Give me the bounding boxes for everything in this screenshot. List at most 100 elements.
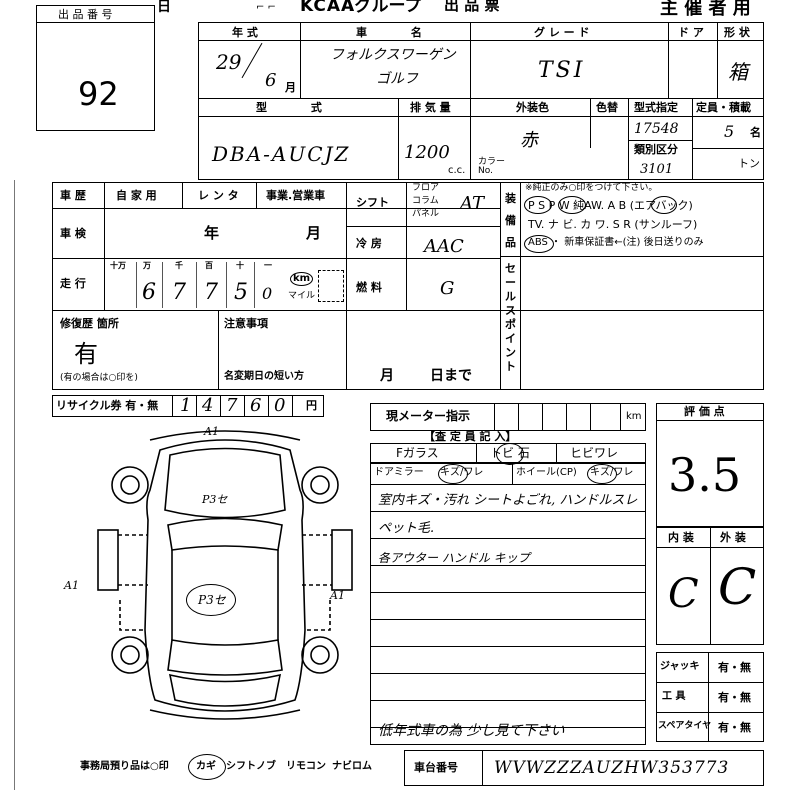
inspector-footer-note: 低年式車の為 少し見て下さい: [378, 723, 565, 739]
header-dash-marks: ⌐ ⌐: [256, 2, 276, 13]
shift-label: シフト: [356, 196, 389, 209]
mileage-digit-1: 6: [142, 280, 156, 305]
rental-label: レ ン タ: [198, 189, 239, 202]
month-unit: 月: [285, 81, 296, 94]
month-value: 6: [265, 70, 277, 91]
grade-score: 3.5: [668, 448, 742, 502]
mirror-scratch-circle: [438, 464, 468, 484]
ac-value: AAC: [424, 236, 464, 257]
short-term-month: 月: [380, 368, 394, 384]
grade-value: TSI: [538, 58, 586, 83]
auction-logo: KCAA: [300, 0, 356, 16]
recycle-digit-1: 4: [202, 395, 214, 416]
capacity-value: 5: [724, 122, 735, 141]
lot-number-label: 出 品 番 号: [58, 8, 113, 21]
mirror-item-2: ホイール(CP): [516, 467, 577, 478]
type-designation-value: 17548: [634, 121, 679, 137]
mileage-unit-2: 千: [175, 261, 183, 270]
mileage-digit-4: 5: [234, 280, 248, 305]
recycle-digit-2: 7: [226, 395, 238, 416]
year-value: 29: [216, 50, 242, 74]
accessory-tools: 工 具: [662, 691, 686, 702]
inspection-year: 年: [204, 224, 220, 242]
mirror-row: [370, 463, 646, 485]
repair-history-label: 修復歴 箇所: [60, 317, 119, 330]
mileage-digit-2: 7: [172, 280, 186, 305]
exterior-grade: C: [718, 558, 757, 616]
sheet-title: 出 品 票: [444, 0, 500, 14]
accessory-tools-value: 有・無: [718, 691, 751, 704]
inspector-note-2: 各アウター ハンドル キップ: [378, 551, 530, 565]
equipment-line-1: P S P W 純AW. A B (エアバック): [528, 199, 693, 212]
displacement-unit: c.c.: [448, 165, 466, 176]
ac-label: 冷 房: [356, 237, 382, 250]
caution-label: 注意事項: [224, 317, 268, 330]
car-damage-diagram: [97, 430, 353, 720]
recycle-unit: 円: [306, 399, 317, 412]
inspection-label: 車 検: [60, 227, 86, 240]
left-margin-line: [14, 180, 15, 790]
lot-number-box: [36, 5, 155, 131]
meter-label: 現メーター指示: [386, 409, 471, 423]
fuel-label: 燃 料: [356, 281, 382, 294]
footer-item-shiftknob: シフトノブ: [226, 761, 276, 772]
mileage-unit-3: 百: [205, 261, 213, 270]
shape-value: 箱: [728, 60, 748, 84]
recycle-digit-3: 6: [250, 395, 262, 416]
glass-item-2: ヒビワレ: [570, 446, 619, 460]
equipment-line-2: TV. ナ ビ. カ ワ. S R (サンルーフ): [528, 218, 698, 231]
accessory-spare: スペアタイヤ: [658, 721, 712, 731]
equipment-circle-pw: [558, 196, 586, 214]
recycle-box: [52, 395, 324, 417]
mileage-box: [318, 270, 344, 302]
equipment-circle-ps: [524, 196, 552, 214]
lot-number: 92: [78, 75, 119, 113]
accessory-box: [656, 652, 764, 742]
office-note: 事務局預り品は○印: [80, 761, 169, 772]
km-label: km: [290, 272, 314, 286]
car-name-line1: フォルクスワーゲン: [330, 47, 456, 63]
chassis-value: WVWZZZAUZHW353773: [494, 758, 730, 778]
sales-point-label: セールスポイント: [505, 262, 516, 373]
business-use-label: 事業.営業車: [266, 189, 326, 202]
grade-box: [656, 403, 764, 527]
car-name-label: 車 名: [356, 26, 422, 39]
damage-mark-left: A1: [64, 579, 79, 592]
inspector-note-0: 室内キズ・汚れ シートよごれ, ハンドルスレ: [378, 493, 638, 508]
glass-item-0: Fガラス: [396, 446, 439, 460]
model-value: DBA-AUCJZ: [212, 142, 351, 166]
shape-label: 形 状: [724, 26, 750, 39]
damage-mark-roof-circle: [186, 584, 236, 616]
mileage-unit-5: 一: [264, 261, 272, 270]
mileage-unit-1: 万: [143, 261, 151, 270]
inspector-header: 【査 定 員 記 入】: [424, 430, 517, 443]
interior-grade: C: [668, 571, 699, 617]
key-circle: [188, 754, 226, 780]
displacement-label: 排 気 量: [410, 101, 451, 114]
shift-option-floor: フロア: [412, 183, 440, 193]
exterior-label: 外 装: [720, 531, 746, 544]
day-suffix: 日: [157, 0, 171, 15]
mileage-unit-4: 十: [236, 261, 244, 270]
meter-box: [370, 403, 646, 431]
grade-label: グ レ ー ド: [534, 26, 590, 39]
inspector-note-1: ペット毛.: [378, 521, 435, 536]
short-term-day: 日まで: [430, 368, 472, 384]
mirror-item-0: ドアミラー: [374, 467, 424, 478]
footer-item-remote: リモコン: [286, 761, 326, 772]
fuel-value: G: [440, 278, 455, 299]
shift-option-panel: パネル: [412, 209, 440, 219]
meter-unit: km: [626, 411, 642, 422]
equipment-note: ※純正のみ○印をつけて下さい。: [525, 183, 658, 193]
grade-label: 評 価 点: [684, 405, 725, 418]
accessory-spare-value: 有・無: [718, 721, 751, 734]
chip-circle: [496, 443, 524, 465]
accessory-jack-value: 有・無: [718, 661, 751, 674]
capacity-label: 定員・積載: [696, 101, 751, 114]
equipment-circle-ab: [651, 196, 677, 214]
accessory-jack: ジャッキ: [660, 661, 700, 672]
wheel-scratch-circle: [587, 464, 617, 484]
type-designation-label: 型式指定: [634, 101, 678, 114]
model-label: 型 式: [256, 101, 322, 114]
displacement-value: 1200: [404, 142, 450, 163]
